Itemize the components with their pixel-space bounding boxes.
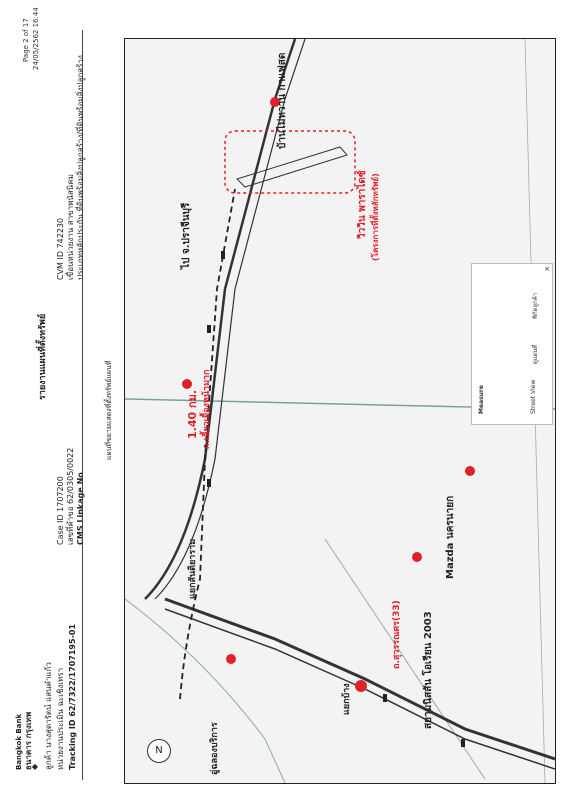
map-legend-box: × Measure Street View ดูแผนที่ พิกัดลูกค…: [471, 263, 553, 425]
label-school: สยามนิสสัน โอเรียน 2003: [423, 611, 434, 729]
cvm-row: CVM ID 742230: [56, 217, 65, 280]
bank-name-en: Bangkok Bank: [15, 713, 23, 770]
bank-name-th: ธนาคาร กรุงเทพ: [24, 711, 33, 770]
cms-row: CMS Linkage No: [76, 472, 85, 545]
asset-type-row: ประเภทหลักประกัน ที่ดินพร้อมสิ่งปลูกสร้า…: [76, 55, 85, 280]
bank-logo-text: Bangkok Bank: [14, 714, 24, 770]
header-divider: [82, 30, 83, 780]
map-canvas: [125, 39, 555, 783]
legend-map: ดูแผนที่: [532, 344, 539, 364]
legend-title: Measure: [478, 385, 485, 414]
map-subtitle: แผนที่ขยายแสดงที่ตั้งทรัพย์แผนที่: [105, 360, 113, 460]
doc-row: เลขที่คำขอ 62/0305/0022: [66, 447, 75, 545]
legend-customer: พิกัดลูกค้า: [532, 292, 539, 319]
tracking-row: Tracking ID 62/7322/1707195-01: [68, 623, 77, 770]
label-junction: แยกสันติยาราม: [188, 538, 198, 599]
location-map[interactable]: N 1.40 กม. ก.เลี้ยวเยื้องหน้ามาก ไป จ.ปร…: [124, 38, 556, 784]
page-number: Page 2 of 17: [22, 18, 30, 62]
report-title: รายงานแผนที่ตั้งทรัพย์: [38, 313, 48, 400]
bank-logo-icon: ◆: [30, 763, 39, 770]
north-arrow-icon: N: [147, 739, 171, 763]
label-turn-note: ก.เลี้ยวเยื้องหน้ามาก: [202, 369, 212, 449]
customer-row: ลูกค้า นางสุดารัตน์ แสนคำแก้ว: [44, 662, 53, 770]
label-junction2: แยกบ้าง: [342, 683, 352, 715]
label-project: วิววิน พาราไดซ์: [357, 170, 368, 239]
label-village: บ้านไม่หวาน กาแฟสด: [277, 52, 288, 149]
label-service: อู่ฉลองบริการ: [210, 722, 220, 775]
label-to-city: ไป จ.ปราจีนบุรี: [181, 202, 192, 269]
case-row: Case ID 1707200: [56, 476, 65, 545]
close-icon[interactable]: ×: [544, 265, 550, 273]
label-road: ถ.สุวรรณศร(33): [392, 600, 402, 669]
branch-row: เขื่อนหน่วยงาน สาขาพนัสนิคม: [66, 174, 75, 280]
legend-street-view: Street View: [530, 379, 537, 414]
print-datetime: 24/05/2562 16:44: [32, 7, 40, 70]
label-dealer: Mazda นครนายก: [445, 495, 456, 579]
unit-row: หน่วยงานประเมิน ฉะเชิงเทรา: [56, 667, 65, 770]
label-project-note: (โครงการที่ตั้งหลักทรัพย์): [371, 173, 380, 261]
